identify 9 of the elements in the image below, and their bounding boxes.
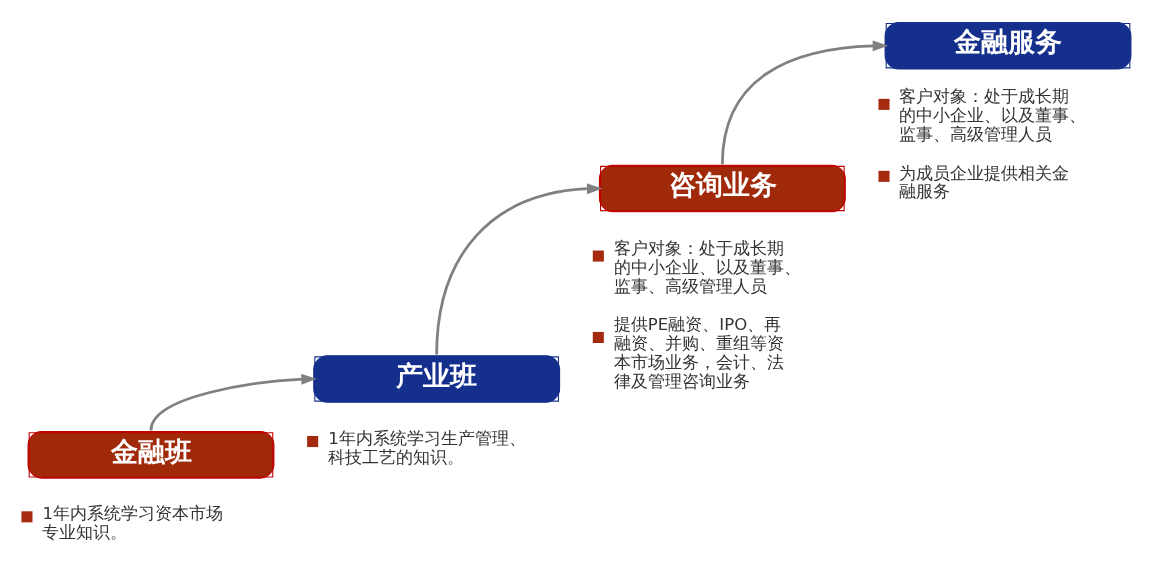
node-label: 1年内系统学习资本市场专业知识。 <box>42 503 224 542</box>
node-label: 客户对象：处于成长期的中小企业、以及董事、监事、高级管理人员 <box>613 238 801 295</box>
node-label: 提供PE融资、IPO、再融资、并购、重组等资本市场业务，会计、法律及管理咨询业务 <box>613 314 784 391</box>
node-label: 为成员企业提供相关金融服务 <box>899 163 1070 201</box>
node-label: 1年内系统学习生产管理、科技工艺的知识。 <box>328 428 526 467</box>
arrow <box>435 182 603 355</box>
arrow <box>149 373 317 431</box>
arrow <box>720 39 889 164</box>
node-label: 客户对象：处于成长期的中小企业、以及董事、监事、高级管理人员 <box>899 86 1087 144</box>
